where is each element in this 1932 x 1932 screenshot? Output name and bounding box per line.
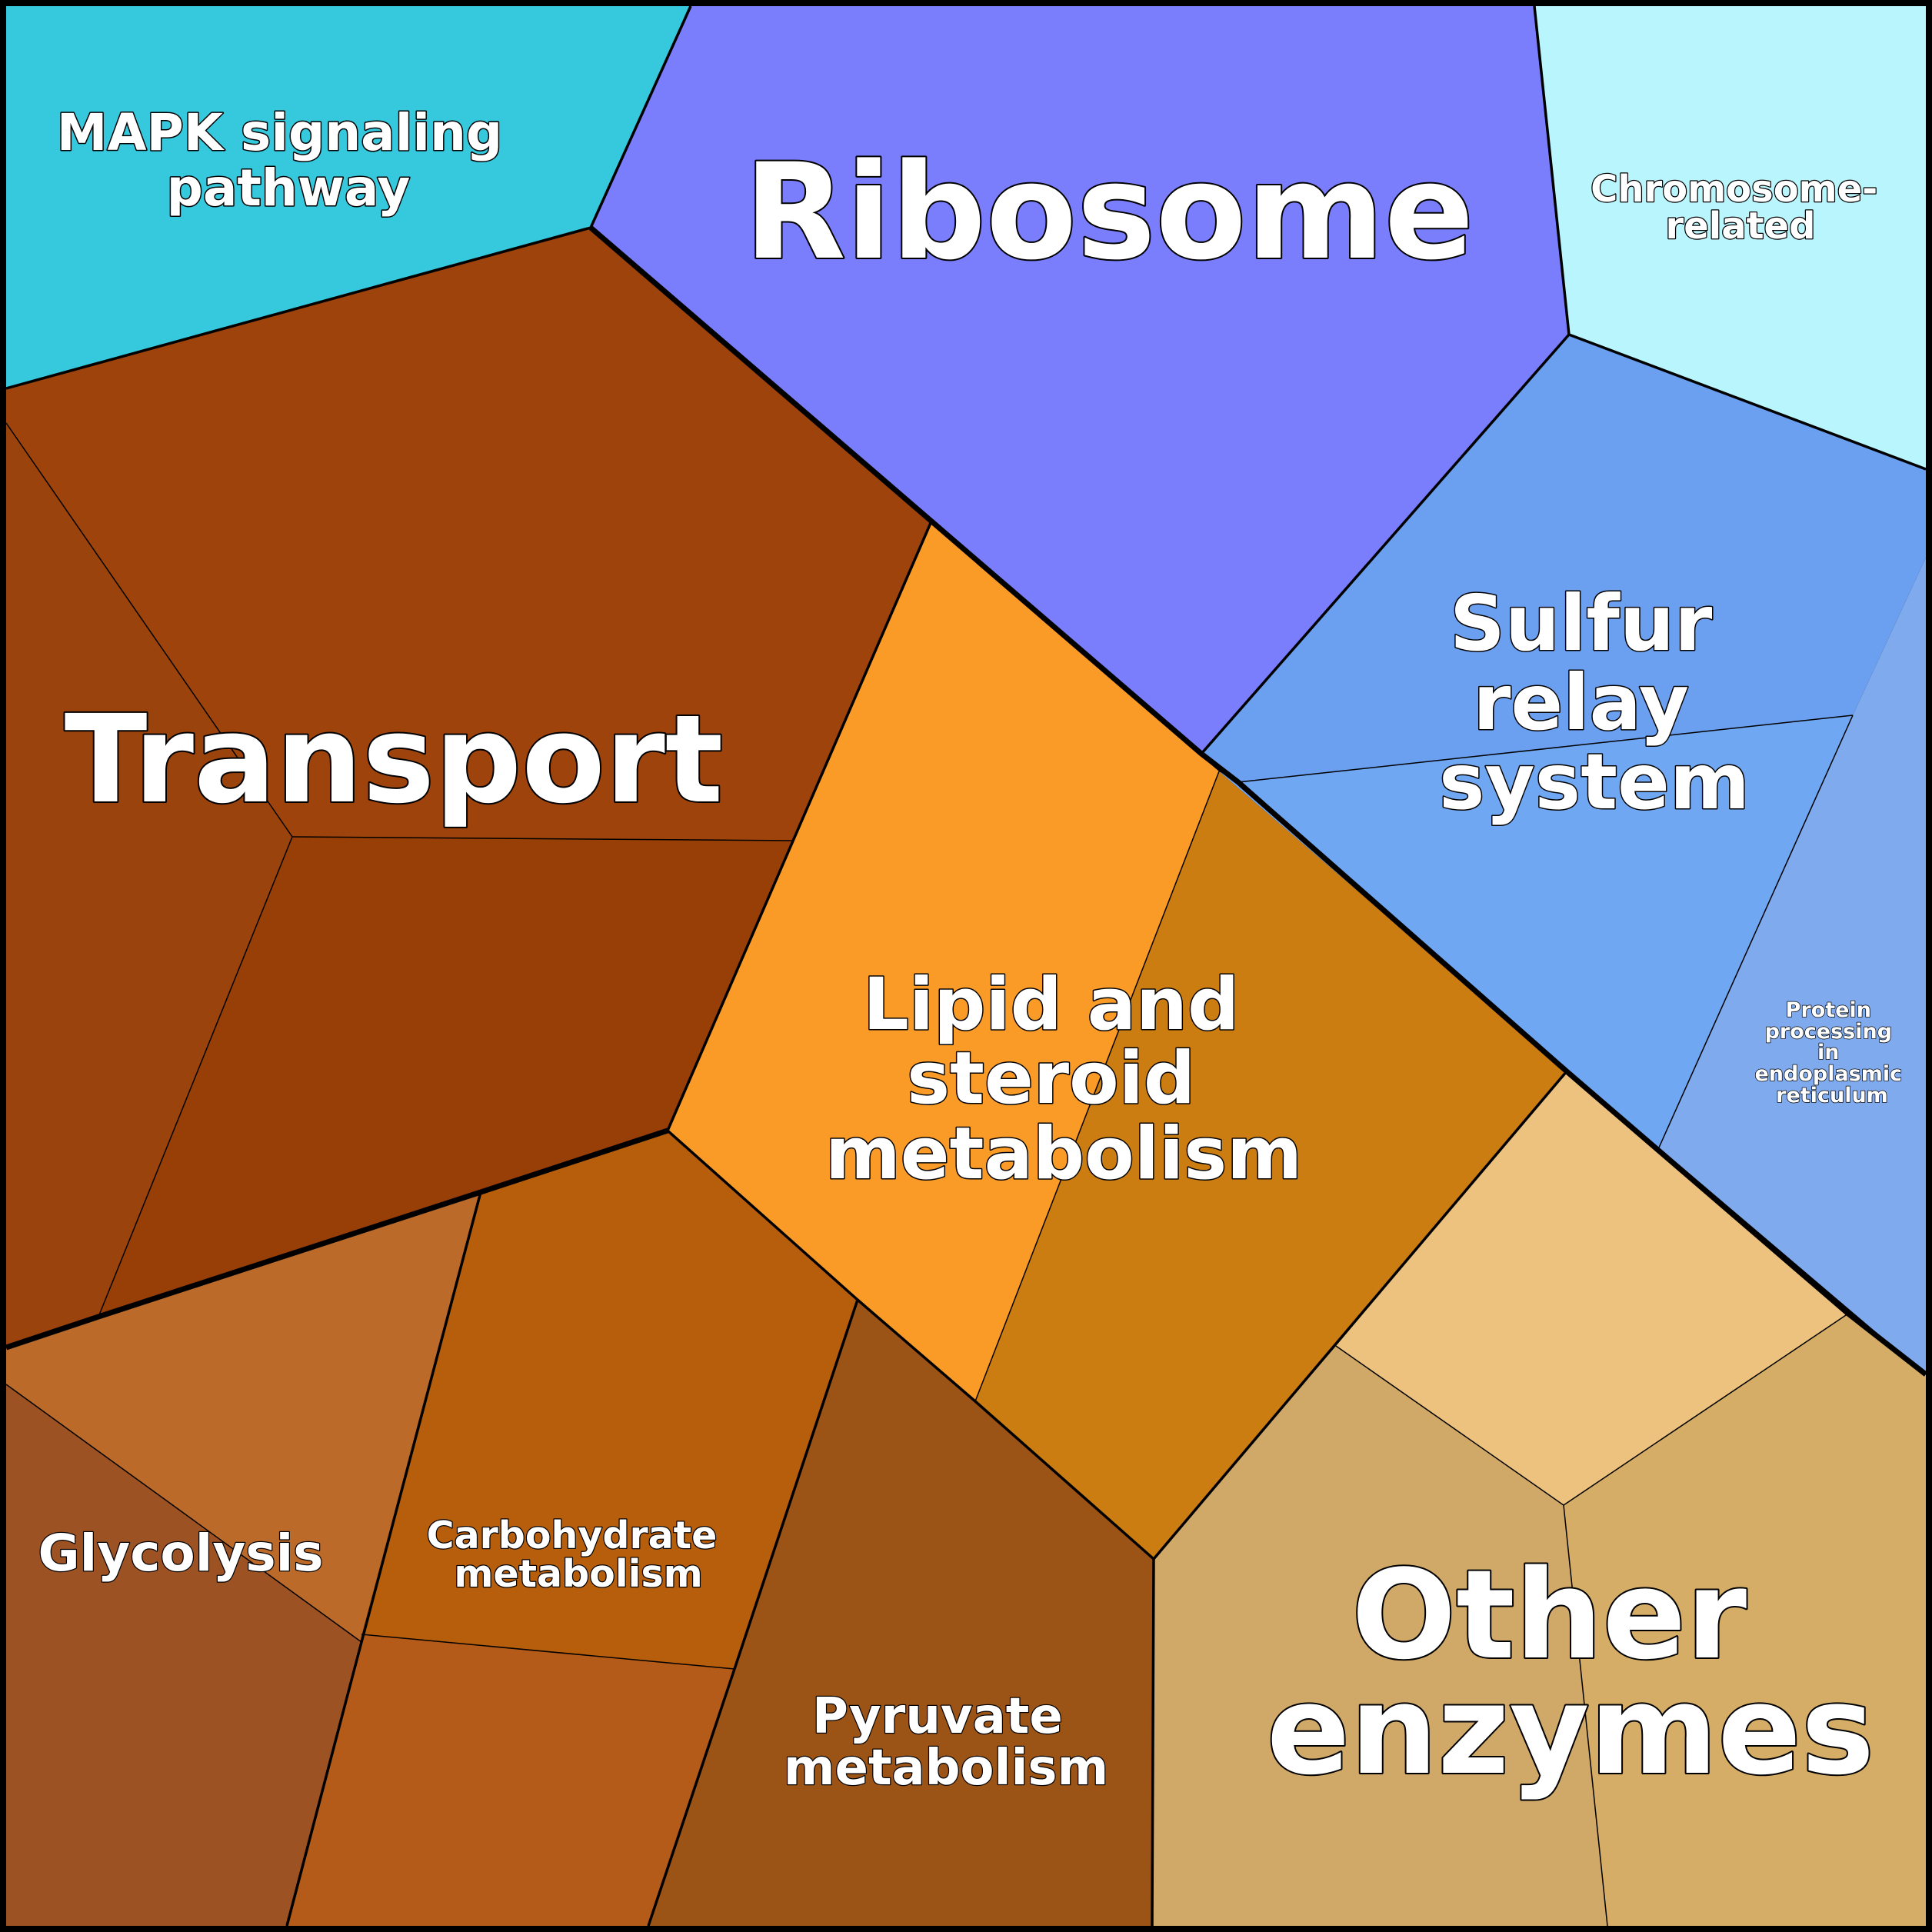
cell-glycolysis-upper[interactable]	[6, 1192, 481, 1642]
label-line: Glycolysis	[38, 1524, 323, 1583]
transport-internal-border	[98, 836, 293, 1317]
label-line: steroid	[907, 1037, 1195, 1121]
cell-pyruvate[interactable]	[648, 1300, 1154, 1926]
cell-ribosome[interactable]	[591, 6, 1569, 754]
label-carbohydrate-metabolism: Carbohydrate metabolism	[427, 1514, 731, 1596]
label-line: in	[1817, 1041, 1839, 1064]
protein-processing-border	[1658, 715, 1854, 1148]
cell-mapk-signaling[interactable]	[6, 6, 691, 388]
main-diagonal-border	[588, 225, 1928, 1377]
label-glycolysis: Glycolysis	[38, 1524, 323, 1583]
lipid-internal-border	[974, 771, 1220, 1402]
cell-other-enzymes-right[interactable]	[1564, 1314, 1926, 1926]
label-line: reticulum	[1776, 1084, 1888, 1108]
label-chromosome-related: Chromosome- related	[1591, 168, 1890, 248]
cell-other-enzymes-left[interactable]	[1152, 1346, 1607, 1926]
cell-transport-top[interactable]	[6, 228, 931, 841]
sub-cell-borders	[5, 422, 1854, 1927]
other-enzymes-internal-border	[1563, 1504, 1608, 1927]
label-lipid-steroid-metabolism: Lipid and steroid metabolism	[825, 963, 1302, 1196]
label-line: Chromosome-	[1591, 168, 1877, 211]
label-line: Other	[1351, 1543, 1747, 1687]
cell-other-enzymes-top[interactable]	[1336, 1071, 1848, 1505]
label-line: related	[1666, 205, 1816, 248]
label-line: processing	[1765, 1020, 1892, 1044]
labels-layer: MAPK signaling pathway Ribosome Chromoso…	[37, 102, 1909, 1804]
sulfur-internal-border	[1237, 715, 1854, 783]
label-line: Protein	[1786, 998, 1871, 1022]
cell-sulfur-relay-upper[interactable]	[1201, 335, 1926, 782]
cell-glycolysis-lower[interactable]	[6, 1384, 361, 1926]
label-pyruvate-metabolism: Pyruvate metabolism	[784, 1688, 1108, 1797]
label-ribosome: Ribosome	[744, 135, 1474, 289]
lipid-other-border	[1152, 1070, 1568, 1561]
cell-transport-center[interactable]	[98, 837, 792, 1317]
label-transport: Transport	[65, 689, 724, 831]
label-line: metabolism	[454, 1552, 702, 1596]
label-line: Lipid and	[863, 963, 1239, 1047]
cell-chromosome-related[interactable]	[1534, 6, 1926, 469]
label-line: pathway	[167, 158, 411, 218]
transport-bottom-border	[5, 1128, 669, 1351]
cell-protein-processing[interactable]	[1659, 558, 1926, 1374]
pyruvate-border	[856, 1298, 1155, 1927]
cell-transport-left[interactable]	[6, 423, 292, 1347]
cell-carbohydrate-lower[interactable]	[287, 1634, 734, 1926]
cell-sulfur-relay-lower[interactable]	[1219, 715, 1853, 1148]
cells-layer	[6, 6, 1926, 1926]
label-line: relay	[1473, 658, 1689, 748]
label-line: Carbohydrate	[427, 1514, 718, 1557]
label-line: Pyruvate	[812, 1688, 1063, 1745]
label-protein-processing: Protein processing in endoplasmic reticu…	[1754, 998, 1909, 1108]
cell-lipid-steroid-left[interactable]	[668, 523, 1219, 1401]
label-sulfur-relay-system: Sulfur relay system	[1439, 578, 1750, 827]
label-line: metabolism	[825, 1112, 1302, 1196]
label-mapk-signaling-pathway: MAPK signaling pathway	[57, 103, 520, 218]
transport-lipid-border	[666, 522, 932, 1131]
cell-lipid-steroid-right[interactable]	[975, 771, 1567, 1559]
label-line: Sulfur	[1450, 578, 1713, 668]
label-line: Ribosome	[744, 135, 1474, 289]
cell-carbohydrate-upper[interactable]	[361, 1131, 858, 1669]
top-level-borders	[5, 225, 1928, 1377]
label-line: endoplasmic	[1754, 1062, 1902, 1086]
label-line: system	[1439, 737, 1750, 827]
label-line: enzymes	[1267, 1658, 1874, 1802]
label-line: Transport	[65, 689, 724, 831]
ribosome-sulfur-border	[1200, 333, 1571, 755]
label-line: MAPK signaling	[57, 103, 502, 162]
label-other-enzymes: Other enzymes	[1267, 1543, 1874, 1802]
label-line: metabolism	[784, 1740, 1108, 1797]
glycolysis-internal-border	[5, 1384, 362, 1643]
carbohydrate-internal-border	[361, 1634, 735, 1670]
